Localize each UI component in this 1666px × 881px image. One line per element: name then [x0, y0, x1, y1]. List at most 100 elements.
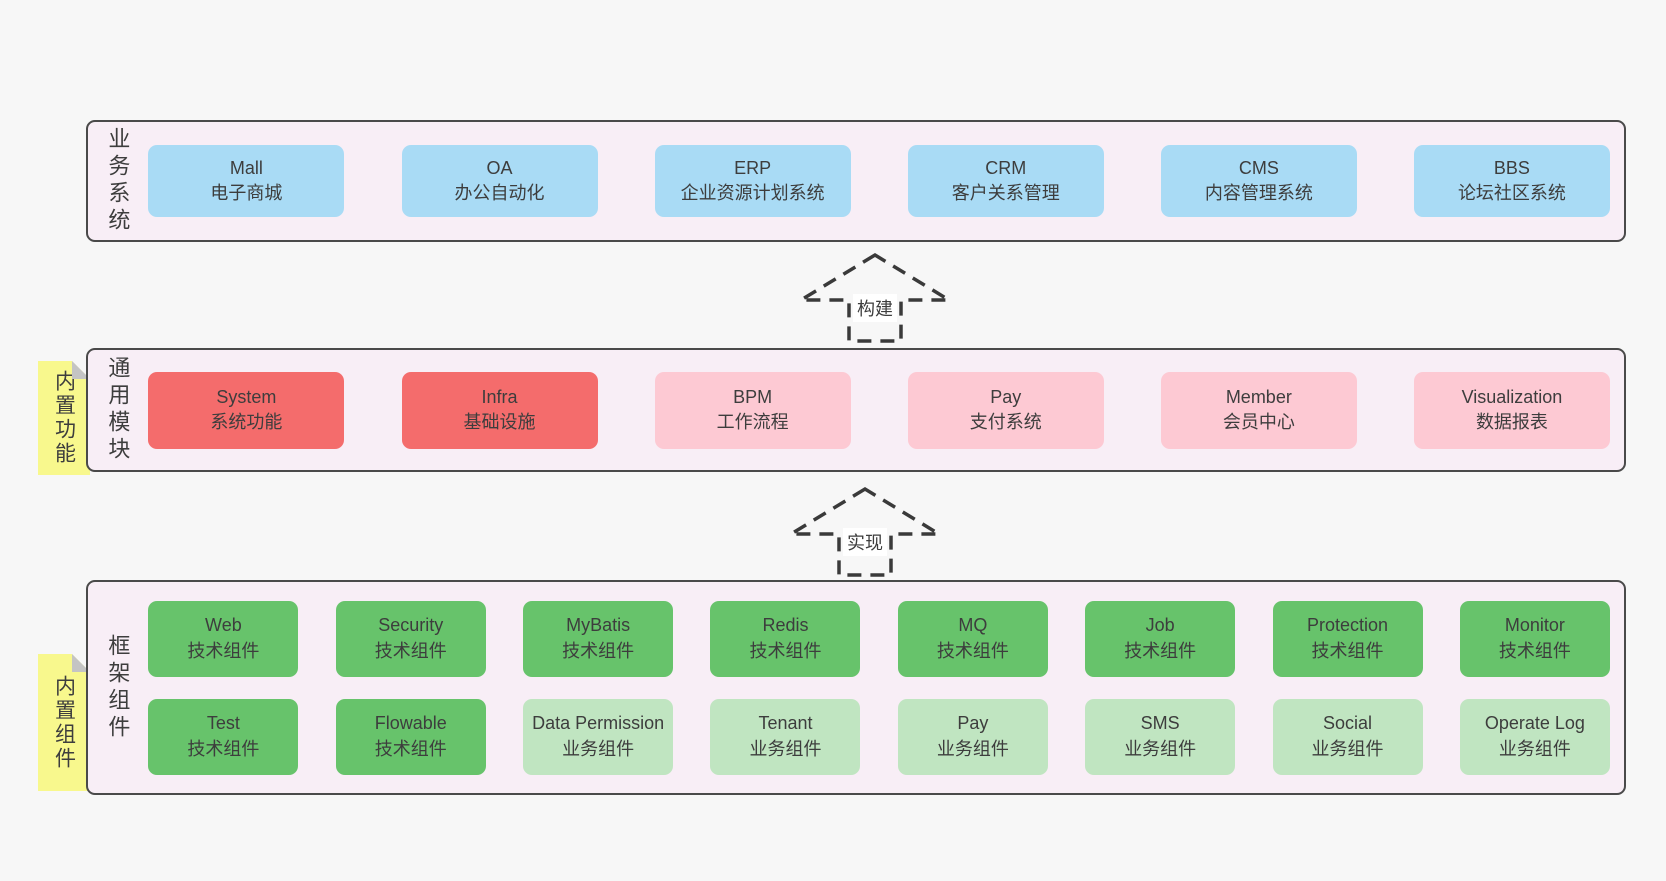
box-name: Security [378, 615, 444, 636]
box-name: Mall [229, 157, 263, 178]
build-arrow-label: 构建 [853, 294, 897, 322]
box-name: Job [1145, 615, 1175, 636]
implement-arrow-label: 实现 [843, 528, 887, 556]
system-box-oa: OA 办公自动化 [401, 145, 598, 217]
common-modules-panel-label: 通用模块 [105, 356, 131, 464]
box-name: Operate Log [1484, 713, 1585, 734]
component-box-job: Job 技术组件 [1085, 600, 1236, 677]
common-modules-row: System 系统功能 Infra 基础设施 BPM 工作流程 Pay 支付系统… [148, 371, 1610, 449]
box-name: SMS [1140, 713, 1180, 734]
business-systems-panel: 业务系统 Mall 电子商城 OA 办公自动化 ERP 企业资源计划系统 CRM… [86, 120, 1626, 242]
dashed-up-arrow-icon [797, 252, 953, 343]
box-desc: 电子商城 [210, 183, 283, 203]
box-desc: 业务组件 [1311, 738, 1384, 759]
box-desc: 业务组件 [749, 738, 822, 759]
box-name: CMS [1238, 157, 1279, 178]
box-name: System [216, 386, 277, 407]
system-box-bbs: BBS 论坛社区系统 [1413, 145, 1610, 217]
box-name: Data Permission [532, 713, 665, 734]
box-name: Social [1323, 713, 1373, 734]
box-desc: 技术组件 [936, 640, 1009, 661]
system-box-erp: ERP 企业资源计划系统 [654, 145, 851, 217]
framework-components-panel-label: 框架组件 [105, 633, 131, 742]
box-desc: 技术组件 [1311, 640, 1384, 661]
box-name: Monitor [1504, 615, 1565, 636]
box-name: OA [486, 157, 513, 178]
box-desc: 数据报表 [1475, 412, 1548, 432]
common-modules-panel: 通用模块 System 系统功能 Infra 基础设施 BPM 工作流程 Pay… [86, 348, 1626, 472]
module-box-infra: Infra 基础设施 [401, 371, 598, 449]
box-desc: 技术组件 [749, 640, 822, 661]
box-name: MyBatis [566, 615, 631, 636]
business-systems-panel-label: 业务系统 [105, 127, 131, 235]
component-box-mq: MQ 技术组件 [897, 600, 1048, 677]
implement-arrow: 实现 [787, 486, 943, 578]
box-name: Protection [1307, 615, 1389, 636]
box-desc: 技术组件 [187, 640, 260, 661]
box-desc: 论坛社区系统 [1457, 183, 1566, 203]
box-desc: 内容管理系统 [1204, 183, 1313, 203]
business-components-row: Test 技术组件 Flowable 技术组件 Data Permission … [148, 698, 1610, 775]
component-box-security: Security 技术组件 [335, 600, 486, 677]
box-desc: 技术组件 [374, 738, 447, 759]
box-desc: 业务组件 [1498, 738, 1571, 759]
builtin-components-tab: 内置组件 [38, 654, 90, 791]
box-name: Pay [990, 386, 1022, 407]
box-name: Web [205, 615, 242, 636]
box-name: Visualization [1461, 386, 1563, 407]
framework-components-rows: Web 技术组件 Security 技术组件 MyBatis 技术组件 Redi… [148, 600, 1610, 775]
module-box-member: Member 会员中心 [1160, 371, 1357, 449]
module-box-pay: Pay 支付系统 [907, 371, 1104, 449]
box-name: Redis [762, 615, 809, 636]
box-name: ERP [734, 157, 772, 178]
box-name: BPM [733, 386, 773, 407]
box-name: Flowable [374, 713, 447, 734]
box-desc: 办公自动化 [454, 183, 545, 203]
component-box-pay: Pay 业务组件 [897, 698, 1048, 775]
box-name: Infra [481, 386, 518, 407]
box-desc: 会员中心 [1222, 412, 1295, 432]
box-name: Member [1225, 386, 1292, 407]
component-box-flowable: Flowable 技术组件 [335, 698, 486, 775]
box-name: BBS [1493, 157, 1530, 178]
box-desc: 工作流程 [716, 412, 789, 432]
box-desc: 业务组件 [1124, 738, 1197, 759]
builtin-functions-tab: 内置功能 [38, 361, 90, 475]
box-desc: 企业资源计划系统 [680, 183, 825, 203]
box-name: Tenant [758, 713, 813, 734]
component-box-test: Test 技术组件 [148, 698, 299, 775]
component-box-redis: Redis 技术组件 [710, 600, 861, 677]
system-box-cms: CMS 内容管理系统 [1160, 145, 1357, 217]
component-box-tenant: Tenant 业务组件 [710, 698, 861, 775]
box-desc: 业务组件 [936, 738, 1009, 759]
box-desc: 技术组件 [562, 640, 635, 661]
box-desc: 业务组件 [562, 738, 635, 759]
framework-components-panel: 框架组件 Web 技术组件 Security 技术组件 MyBatis 技术组件… [86, 580, 1626, 795]
component-box-mybatis: MyBatis 技术组件 [523, 600, 674, 677]
builtin-components-tab-label: 内置组件 [52, 674, 76, 771]
box-desc: 基础设施 [463, 412, 536, 432]
box-name: Test [206, 713, 240, 734]
module-box-system: System 系统功能 [148, 371, 345, 449]
box-desc: 支付系统 [969, 412, 1042, 432]
box-desc: 技术组件 [374, 640, 447, 661]
box-name: CRM [985, 157, 1027, 178]
box-name: MQ [958, 615, 988, 636]
box-desc: 客户关系管理 [951, 183, 1060, 203]
component-box-data-permission: Data Permission 业务组件 [523, 698, 674, 775]
component-box-social: Social 业务组件 [1272, 698, 1423, 775]
module-box-visualization: Visualization 数据报表 [1413, 371, 1610, 449]
tech-components-row: Web 技术组件 Security 技术组件 MyBatis 技术组件 Redi… [148, 600, 1610, 677]
business-systems-row: Mall 电子商城 OA 办公自动化 ERP 企业资源计划系统 CRM 客户关系… [148, 145, 1610, 217]
build-arrow: 构建 [797, 252, 953, 344]
box-desc: 技术组件 [187, 738, 260, 759]
component-box-web: Web 技术组件 [148, 600, 299, 677]
component-box-operate-log: Operate Log 业务组件 [1459, 698, 1610, 775]
box-desc: 技术组件 [1124, 640, 1197, 661]
builtin-functions-tab-label: 内置功能 [52, 370, 76, 466]
dashed-up-arrow-icon [787, 486, 943, 577]
box-desc: 系统功能 [210, 412, 283, 432]
box-desc: 技术组件 [1498, 640, 1571, 661]
system-box-mall: Mall 电子商城 [148, 145, 345, 217]
